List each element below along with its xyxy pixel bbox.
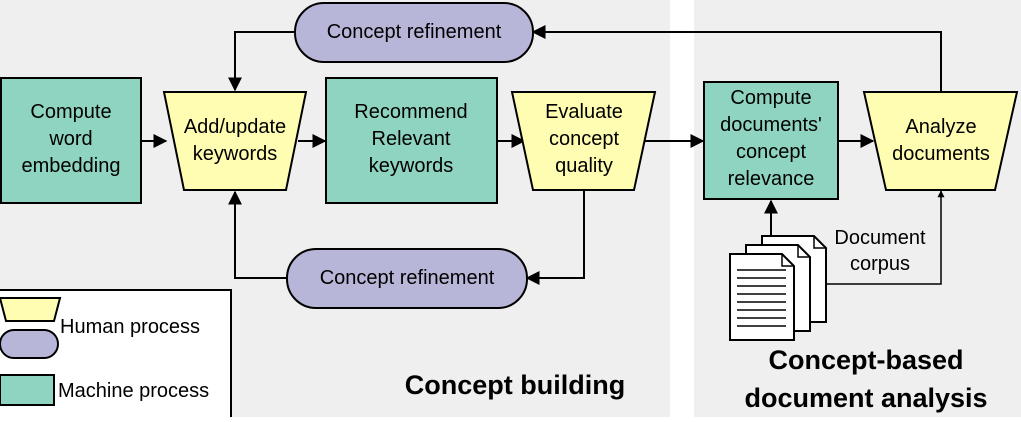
document-corpus-line2: corpus [850, 253, 910, 275]
analyze-documents-line2: documents [892, 143, 990, 165]
legend-human-label: Human process [60, 316, 200, 338]
compute-relevance-box [703, 81, 839, 200]
concept-building-title: Concept building [405, 370, 625, 400]
document-corpus-line1: Document [834, 227, 926, 249]
refinement-top-label: Concept refinement [327, 21, 502, 43]
refinement-bottom-label: Concept refinement [320, 267, 495, 289]
compute-embedding-box [0, 77, 142, 204]
add-update-keywords-line2: keywords [193, 143, 277, 165]
document-text-lines [737, 269, 786, 327]
edge-refinement-top-to-keywords [228, 31, 295, 92]
recommend-keywords-line2: Relevant [372, 128, 451, 150]
compute-relevance-line2: documents' [720, 114, 822, 136]
compute-relevance-line4: relevance [728, 168, 815, 190]
evaluate-quality-line1: Evaluate [545, 101, 623, 123]
analysis-title-line1: Concept-based [768, 345, 963, 375]
compute-embedding-line1: Compute [30, 101, 111, 123]
document-corpus-icon [729, 235, 827, 341]
add-update-keywords-line1: Add/update [184, 116, 286, 138]
add-update-keywords-node: Add/update keywords [162, 91, 308, 191]
compute-embedding-line3: embedding [22, 155, 121, 177]
edge-corpus-to-analyze [826, 190, 945, 285]
legend-oval-swatch [0, 329, 59, 359]
analyze-documents-shape [862, 91, 1019, 191]
add-update-keywords-shape [162, 91, 308, 191]
legend-trapezoid-swatch [0, 297, 62, 322]
evaluate-quality-line2: concept [549, 128, 619, 150]
compute-relevance-node: Compute documents' concept relevance [703, 81, 839, 200]
document-page-icon [729, 253, 795, 341]
analyze-documents-line1: Analyze [905, 116, 976, 138]
evaluate-quality-line3: quality [555, 155, 613, 177]
edge-refinement-bottom-to-keywords [228, 190, 286, 279]
compute-embedding-line2: word [48, 128, 92, 150]
legend-machine-label: Machine process [58, 380, 209, 402]
refinement-bottom-shape [286, 248, 528, 309]
compute-relevance-line1: Compute [730, 87, 811, 109]
refinement-bottom-node: Concept refinement [286, 248, 528, 309]
edges [141, 25, 945, 285]
legend: Human process Machine process [0, 289, 232, 421]
evaluate-quality-shape [510, 91, 657, 191]
recommend-keywords-line3: keywords [369, 155, 453, 177]
document-analysis-panel [694, 0, 1021, 417]
edge-evaluate-to-refinement-bottom [525, 190, 585, 285]
evaluate-quality-node: Evaluate concept quality [510, 91, 657, 191]
refinement-top-shape [294, 2, 534, 63]
compute-embedding-node: Compute word embedding [0, 77, 142, 204]
legend-machine-swatch [0, 374, 55, 406]
edge-analyze-to-refinement-top [531, 25, 942, 92]
refinement-top-node: Concept refinement [294, 2, 534, 63]
recommend-keywords-line1: Recommend [354, 101, 467, 123]
recommend-keywords-node: Recommend Relevant keywords [325, 77, 498, 204]
recommend-keywords-box [325, 77, 498, 204]
analysis-title-line2: document analysis [744, 383, 987, 413]
analyze-documents-node: Analyze documents [862, 91, 1019, 191]
compute-relevance-line3: concept [736, 141, 806, 163]
